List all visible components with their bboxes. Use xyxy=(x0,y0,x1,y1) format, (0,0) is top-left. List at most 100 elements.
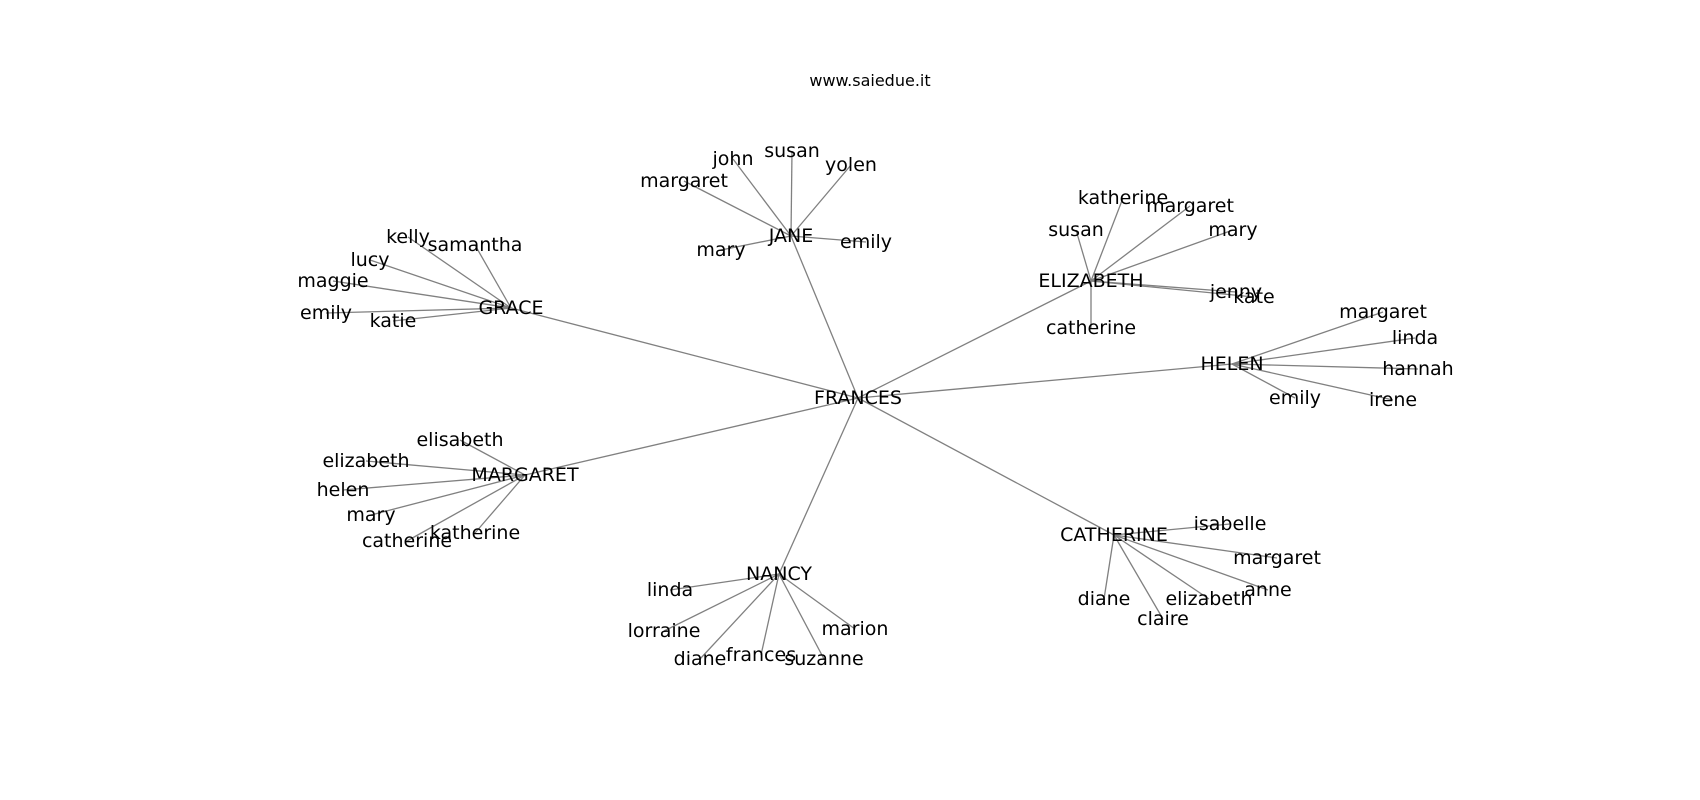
edge-elizabeth-susan xyxy=(1075,229,1092,282)
edge-jane-yolen xyxy=(790,164,852,237)
edge-margaret-catherine xyxy=(406,474,526,542)
edge-nancy-frances xyxy=(760,573,780,656)
node-elizabeth-katherine: katherine xyxy=(1078,187,1168,209)
edge-jane-margaret xyxy=(683,180,792,237)
node-grace-lucy: lucy xyxy=(350,249,389,271)
edge-jane-emily xyxy=(790,235,867,243)
node-jane-emily: emily xyxy=(840,231,892,253)
node-nancy-lorraine: lorraine xyxy=(628,620,701,642)
node-elizabeth-catherine: catherine xyxy=(1046,317,1136,339)
node-margaret-mary: mary xyxy=(346,504,395,526)
edge-elizabeth-margaret xyxy=(1090,205,1191,282)
edge-jane-mary xyxy=(720,235,792,251)
edge-catherine-margaret xyxy=(1113,534,1278,559)
node-hub-jane: JANE xyxy=(768,225,814,247)
edge-margaret-elisabeth xyxy=(459,439,526,476)
edge-margaret-helen xyxy=(342,474,526,491)
edge-jane-john xyxy=(732,158,792,237)
node-jane-margaret: margaret xyxy=(640,170,728,192)
node-elizabeth-kate: kate xyxy=(1233,286,1274,308)
edge-grace-kelly xyxy=(407,236,512,309)
node-grace-maggie: maggie xyxy=(297,270,368,292)
node-catherine-elizabeth: elizabeth xyxy=(1165,588,1252,610)
node-grace-emily: emily xyxy=(300,302,352,324)
node-catherine-isabelle: isabelle xyxy=(1194,513,1267,535)
edge-grace-lucy xyxy=(369,259,512,309)
node-nancy-diane: diane xyxy=(674,648,727,670)
node-elizabeth-jenny: jenny xyxy=(1209,281,1262,303)
node-helen-margaret: margaret xyxy=(1339,301,1427,323)
edge-helen-margaret xyxy=(1231,311,1384,365)
edge-frances-grace xyxy=(510,307,859,399)
edge-helen-irene xyxy=(1231,363,1394,401)
node-elizabeth-mary: mary xyxy=(1208,219,1257,241)
edge-catherine-claire xyxy=(1113,534,1164,620)
edge-helen-linda xyxy=(1231,337,1416,365)
edge-nancy-lorraine xyxy=(663,573,780,632)
edge-grace-maggie xyxy=(332,280,512,309)
node-margaret-elizabeth: elizabeth xyxy=(322,450,409,472)
edge-helen-hannah xyxy=(1231,363,1419,370)
node-jane-john: john xyxy=(712,148,754,170)
edge-frances-catherine xyxy=(857,397,1115,536)
edge-grace-samantha xyxy=(474,244,512,309)
edge-margaret-mary xyxy=(370,474,526,516)
edge-elizabeth-katherine xyxy=(1090,197,1124,282)
edge-frances-helen xyxy=(857,363,1233,399)
graph-edges xyxy=(325,150,1419,660)
node-helen-emily: emily xyxy=(1269,387,1321,409)
node-elizabeth-margaret: margaret xyxy=(1146,195,1234,217)
edge-nancy-marion xyxy=(778,573,856,630)
edge-nancy-diane xyxy=(699,573,780,660)
edge-nancy-suzanne xyxy=(778,573,825,660)
node-hub-catherine: CATHERINE xyxy=(1060,524,1168,546)
edge-helen-emily xyxy=(1231,363,1296,399)
edge-frances-margaret xyxy=(524,397,859,476)
node-helen-hannah: hannah xyxy=(1382,358,1453,380)
site-caption: www.saiedue.it xyxy=(809,71,931,90)
node-margaret-helen: helen xyxy=(317,479,370,501)
edge-frances-elizabeth xyxy=(857,280,1092,399)
node-nancy-suzanne: suzanne xyxy=(784,648,863,670)
node-nancy-marion: marion xyxy=(822,618,889,640)
node-helen-irene: irene xyxy=(1369,389,1417,411)
edge-nancy-linda xyxy=(669,573,780,591)
node-margaret-katherine: katherine xyxy=(430,522,520,544)
node-hub-helen: HELEN xyxy=(1200,353,1263,375)
edge-catherine-anne xyxy=(1113,534,1269,591)
node-jane-mary: mary xyxy=(696,239,745,261)
node-nancy-frances: frances xyxy=(726,644,796,666)
node-catherine-anne: anne xyxy=(1244,579,1291,601)
node-catherine-margaret: margaret xyxy=(1233,547,1321,569)
node-root-frances: FRANCES xyxy=(814,387,902,409)
node-elizabeth-susan: susan xyxy=(1048,219,1104,241)
edge-catherine-elizabeth xyxy=(1113,534,1210,600)
node-grace-samantha: samantha xyxy=(428,234,523,256)
edge-frances-jane xyxy=(790,235,859,399)
node-jane-yolen: yolen xyxy=(825,154,877,176)
edge-catherine-diane xyxy=(1103,534,1115,600)
edge-catherine-isabelle xyxy=(1113,523,1231,536)
node-jane-susan: susan xyxy=(764,140,820,162)
edge-elizabeth-kate xyxy=(1090,280,1255,298)
node-catherine-claire: claire xyxy=(1137,608,1189,630)
node-nancy-linda: linda xyxy=(647,579,693,601)
node-grace-katie: katie xyxy=(370,310,417,332)
node-hub-margaret: MARGARET xyxy=(471,464,579,486)
node-hub-elizabeth: ELIZABETH xyxy=(1038,270,1143,292)
edge-margaret-katherine xyxy=(474,474,526,534)
node-catherine-diane: diane xyxy=(1078,588,1131,610)
node-helen-linda: linda xyxy=(1392,327,1438,349)
node-hub-nancy: NANCY xyxy=(746,563,812,585)
edge-grace-katie xyxy=(392,307,512,322)
edge-grace-emily xyxy=(325,307,512,314)
node-hub-grace: GRACE xyxy=(478,297,543,319)
edge-margaret-elizabeth xyxy=(365,460,526,476)
node-grace-kelly: kelly xyxy=(386,226,430,248)
node-margaret-elisabeth: elisabeth xyxy=(416,429,503,451)
edge-jane-susan xyxy=(790,150,793,237)
node-margaret-catherine: catherine xyxy=(362,530,452,552)
edge-elizabeth-mary xyxy=(1090,229,1234,282)
